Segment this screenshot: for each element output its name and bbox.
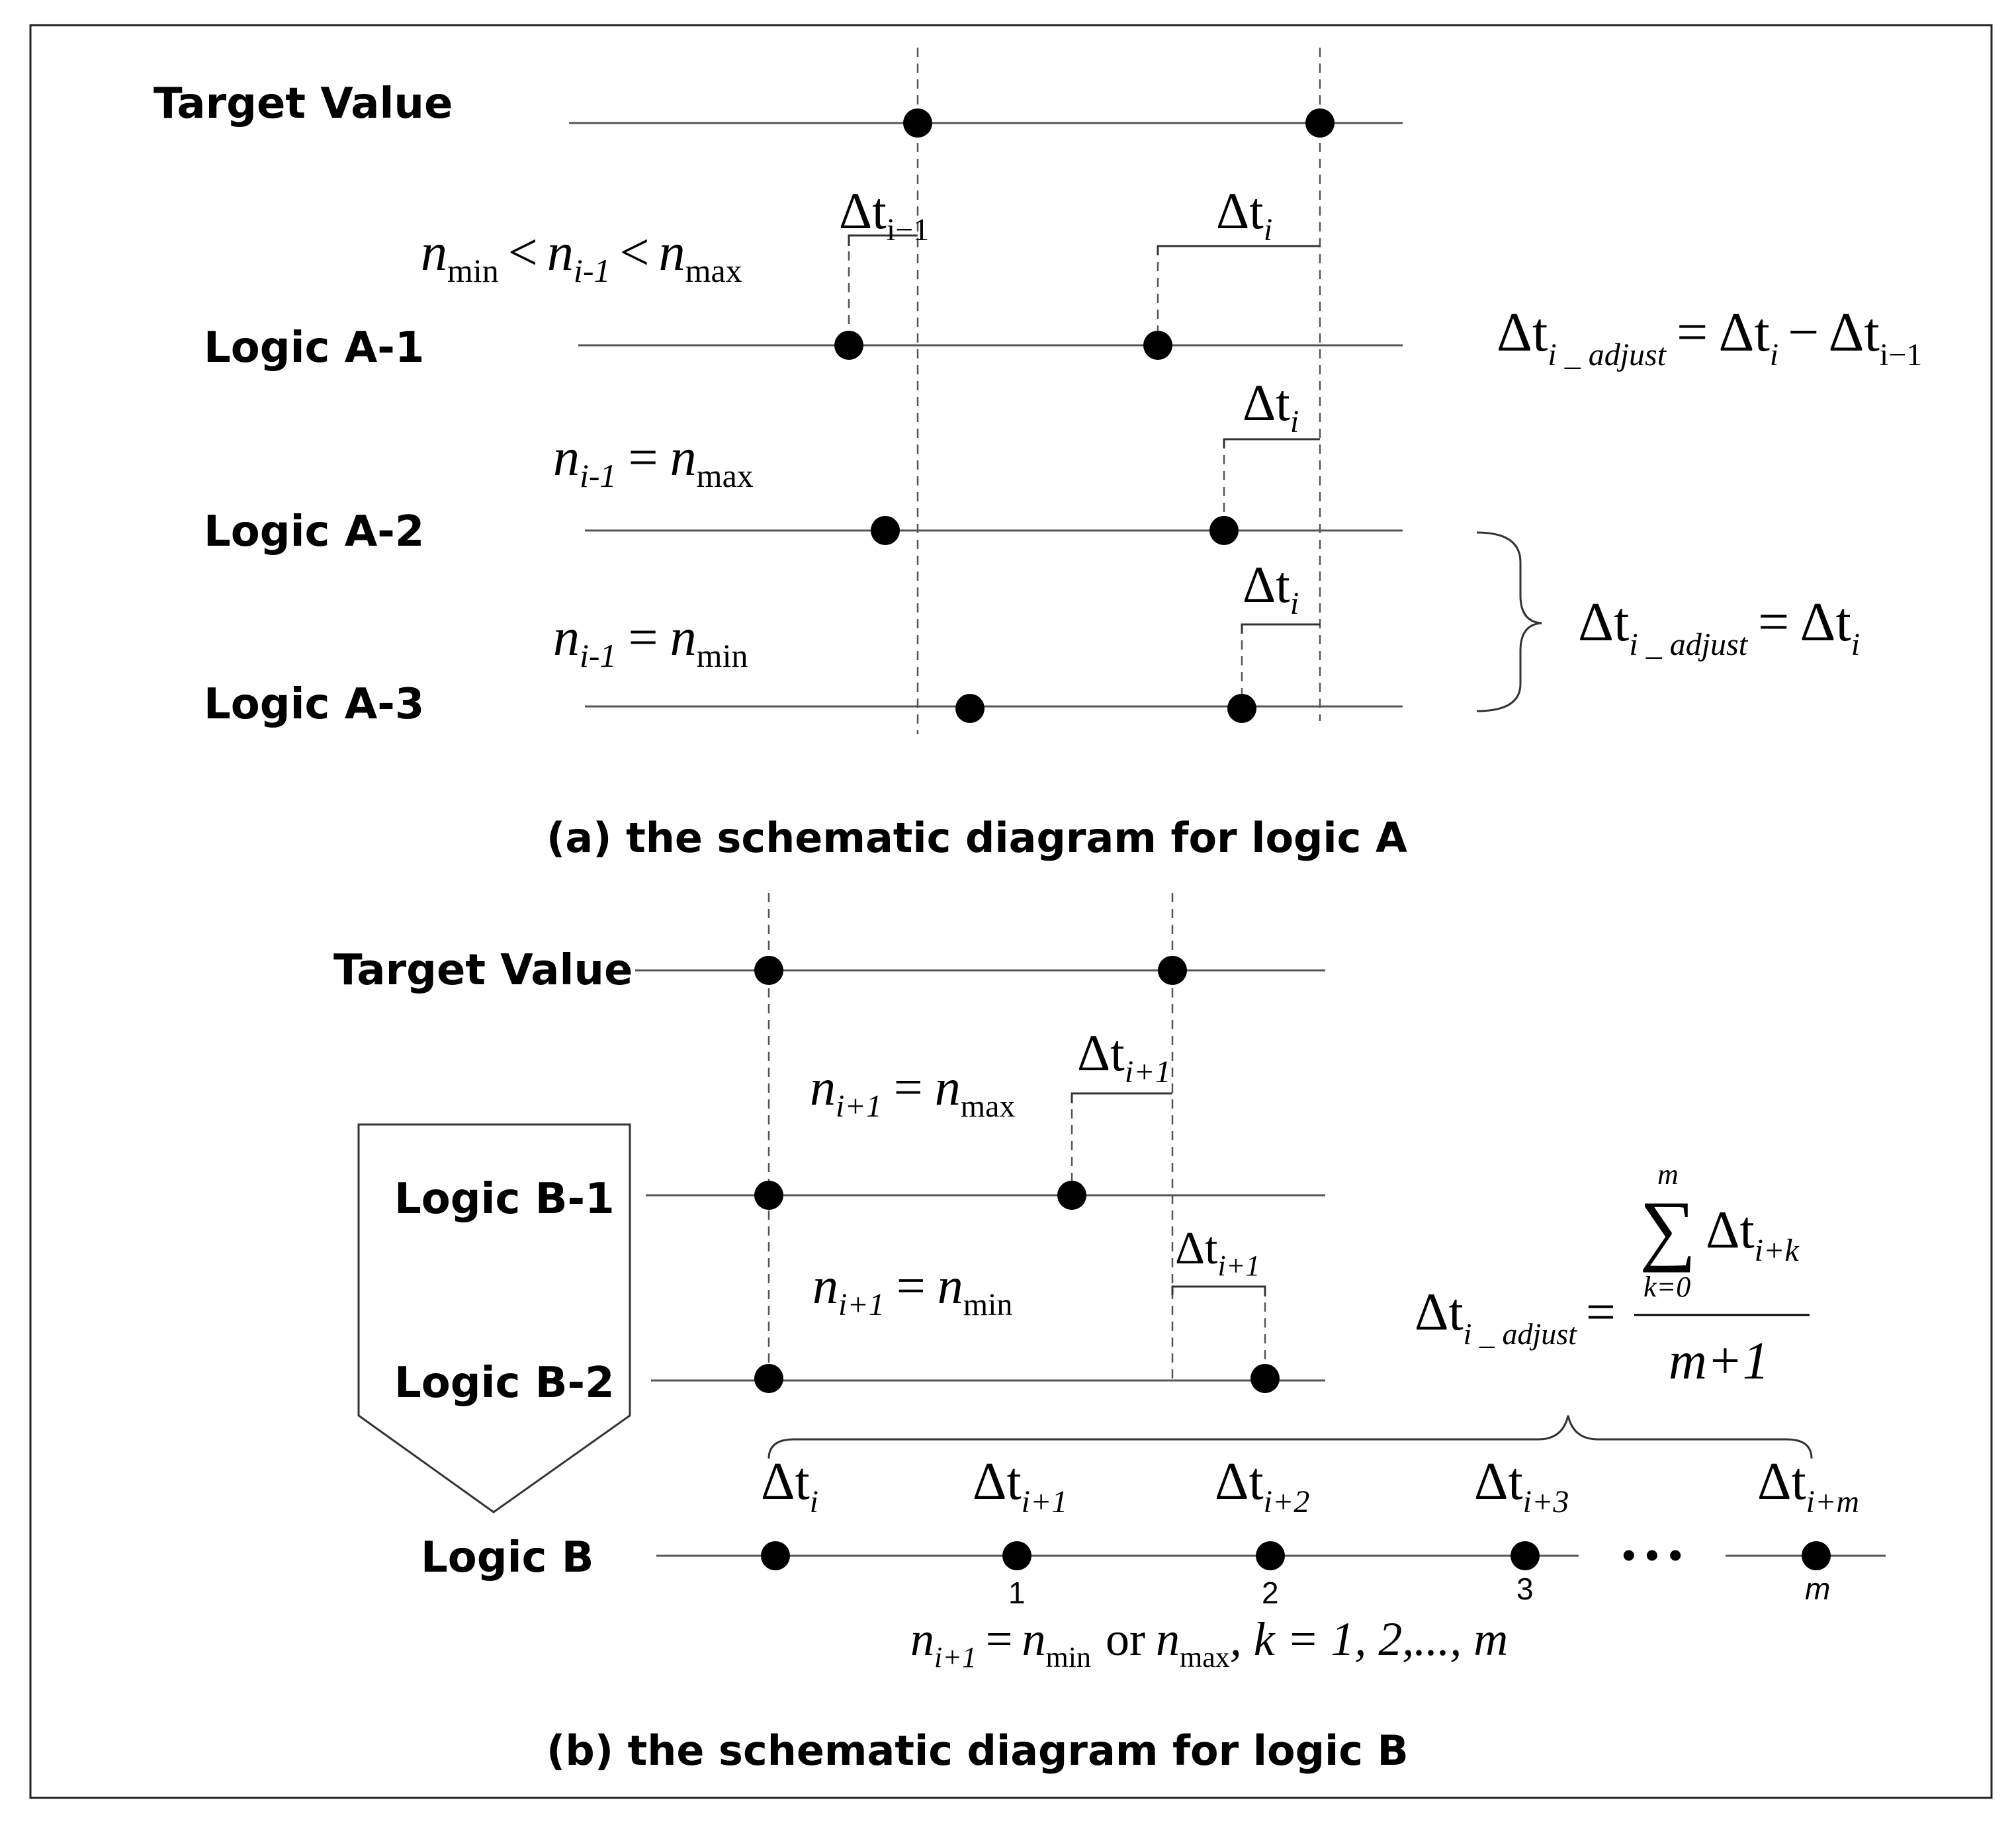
- sequence-ellipsis: • • •: [1622, 1534, 1682, 1576]
- b2-cur-bracket: [1171, 1285, 1266, 1296]
- condition-a1: nmin<ni-1<nmax: [421, 224, 742, 289]
- a2-cur-bracket: [1223, 438, 1320, 448]
- panel-a: Target Value Logic A-1 Logic A-2 Logic A…: [153, 48, 1922, 862]
- formula-denominator: m+1: [1669, 1332, 1769, 1390]
- sequence-index-m: m: [1805, 1572, 1830, 1606]
- panel-a-caption: (a) the schematic diagram for logic A: [547, 814, 1407, 862]
- condition-a3: ni-1=nmin: [553, 609, 748, 674]
- delta-t-a1-label: Δti: [1216, 182, 1272, 247]
- a3-point-2: [1227, 694, 1256, 723]
- sequence-point-1: [1002, 1541, 1031, 1570]
- b1-point-2: [1057, 1181, 1086, 1210]
- formula-sigma: ∑: [1640, 1185, 1696, 1273]
- a3-point-1: [955, 694, 985, 723]
- panel-b: Target Value Logic B-1 Logic B-2 Logic B: [333, 893, 1886, 1775]
- b1-cur-bracket: [1071, 1092, 1172, 1103]
- a1-point-2: [1143, 331, 1172, 360]
- a2-point-2: [1209, 516, 1239, 545]
- sequence-point-2: [1256, 1541, 1285, 1570]
- logic-b1-label: Logic B-1: [394, 1175, 615, 1224]
- logic-a3-label: Logic A-3: [204, 680, 424, 729]
- logic-a-brace: [1476, 531, 1542, 712]
- a3-cur-bracket: [1241, 623, 1320, 634]
- formula-sigma-bottom: k=0: [1643, 1271, 1690, 1303]
- sequence-label-m: Δti+m: [1757, 1453, 1859, 1519]
- a1-prev-bracket: [848, 234, 918, 246]
- sequence-label-1: Δti+1: [973, 1453, 1067, 1519]
- figure-frame: [29, 24, 1993, 1799]
- b2-point-1: [754, 1364, 783, 1393]
- condition-b2: ni+1=nmin: [812, 1257, 1012, 1322]
- sequence-point-0: [761, 1541, 790, 1570]
- b2-point-2: [1250, 1364, 1280, 1393]
- logic-b2-label: Logic B-2: [394, 1359, 615, 1408]
- sequence-point-3: [1511, 1541, 1540, 1570]
- b1-point-1: [754, 1181, 783, 1210]
- panel-a-target-label: Target Value: [153, 79, 453, 128]
- logic-b-arrow-shape: [357, 1123, 631, 1513]
- condition-a2: ni-1=nmax: [553, 429, 754, 494]
- delta-t-a2-label: Δti: [1243, 374, 1299, 439]
- sequence-index-2: 2: [1262, 1576, 1279, 1610]
- a1-cur-bracket: [1157, 245, 1320, 255]
- sequence-index-3: 3: [1516, 1572, 1534, 1606]
- delta-t-a3-label: Δti: [1243, 556, 1299, 621]
- logic-b-brace: [767, 1415, 1813, 1459]
- sequence-label-2: Δti+2: [1215, 1453, 1309, 1519]
- delta-t-b2-label: Δti+1: [1175, 1223, 1260, 1282]
- formula-b-lhs: Δti _ adjust=: [1415, 1283, 1616, 1351]
- logic-b-label: Logic B: [421, 1533, 594, 1582]
- panel-b-target-label: Target Value: [333, 946, 633, 995]
- logic-a1-label: Logic A-1: [204, 323, 424, 372]
- a2-point-1: [871, 516, 900, 545]
- sequence-index-1: 1: [1008, 1576, 1026, 1610]
- delta-t-prev-label: Δti−1: [839, 182, 929, 247]
- sequence-point-m: [1802, 1541, 1831, 1570]
- a1-point-1: [834, 331, 863, 360]
- target-a-point-2: [1305, 108, 1335, 138]
- target-b-point-1: [754, 956, 783, 985]
- logic-a2-label: Logic A-2: [204, 507, 424, 556]
- formula-a1: Δti _ adjust=Δti−Δti−1: [1497, 302, 1922, 372]
- target-a-point-1: [903, 108, 932, 138]
- target-b-point-2: [1158, 956, 1187, 985]
- sequence-label-3: Δti+3: [1474, 1453, 1569, 1519]
- sequence-label-0: Δti: [761, 1453, 818, 1519]
- formula-term: Δti+k: [1706, 1201, 1800, 1268]
- formula-sigma-top: m: [1657, 1158, 1679, 1191]
- delta-t-b1-label: Δti+1: [1077, 1024, 1171, 1089]
- condition-b1: ni+1=nmax: [810, 1058, 1015, 1124]
- panel-b-caption: (b) the schematic diagram for logic B: [547, 1726, 1409, 1775]
- formula-a2: Δti _ adjust=Δti: [1578, 591, 1860, 662]
